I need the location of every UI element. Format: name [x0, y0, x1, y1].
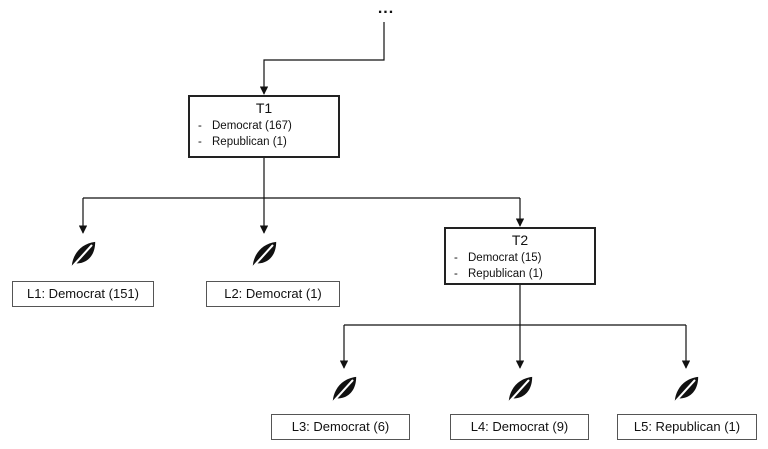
leaf-node-l2: L2: Democrat (1) — [206, 281, 340, 307]
leaf-node-l5: L5: Republican (1) — [617, 414, 757, 440]
leaf-node-l3: L3: Democrat (6) — [271, 414, 410, 440]
class-count-item: -Republican (1) — [198, 136, 287, 148]
tree-node-t2: T2 -Democrat (15) -Republican (1) — [444, 227, 596, 285]
class-count-item: -Republican (1) — [454, 268, 543, 280]
class-count-list: -Democrat (167) -Republican (1) — [190, 118, 338, 150]
class-count-item: -Democrat (167) — [198, 120, 292, 132]
leaf-icon — [251, 240, 278, 268]
tree-node-t1: T1 -Democrat (167) -Republican (1) — [188, 95, 340, 158]
node-title: T1 — [255, 100, 273, 116]
leaf-icon — [507, 375, 534, 403]
leaf-icon — [673, 375, 700, 403]
edges-t1-children — [78, 158, 525, 234]
continuation-ellipsis: ... — [377, 0, 395, 17]
class-count-list: -Democrat (15) -Republican (1) — [446, 250, 594, 282]
class-count-item: -Democrat (15) — [454, 252, 542, 264]
edges-t2-children — [339, 285, 691, 369]
leaf-icon — [70, 240, 97, 268]
leaf-icon — [331, 375, 358, 403]
edge-root-t1 — [259, 22, 385, 95]
leaf-node-l1: L1: Democrat (151) — [12, 281, 154, 307]
node-title: T2 — [511, 232, 529, 248]
leaf-node-l4: L4: Democrat (9) — [450, 414, 589, 440]
